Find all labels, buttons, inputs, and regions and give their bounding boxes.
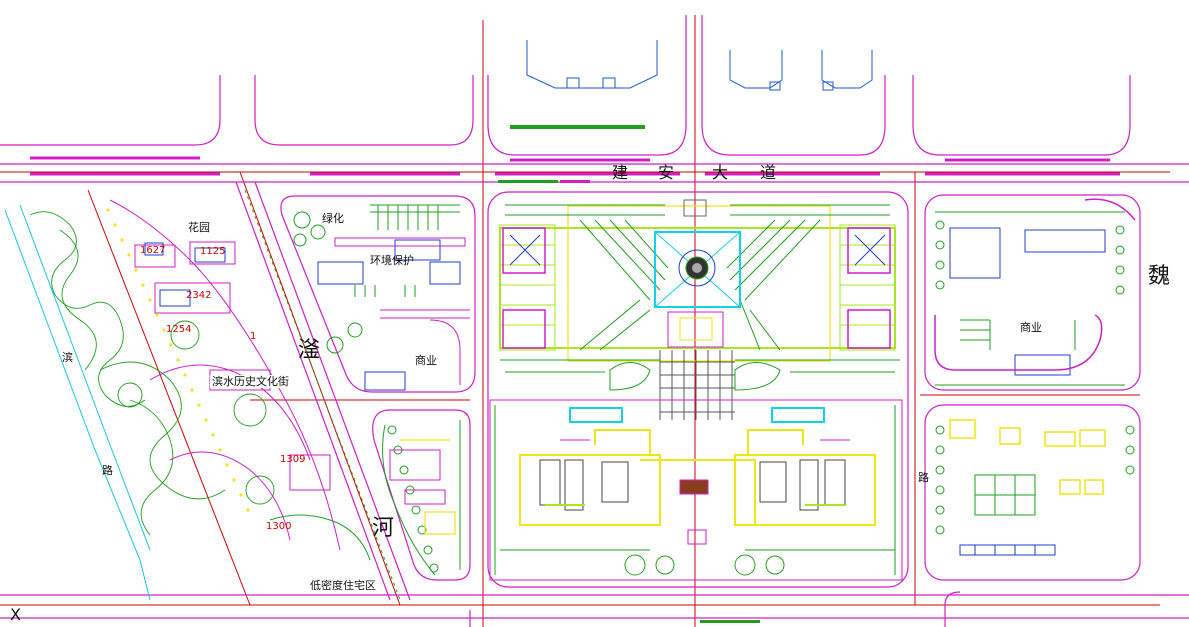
block-b-greenery <box>382 420 461 576</box>
bottom-green-mark <box>700 620 760 623</box>
wei-label: 魏 <box>1148 264 1171 289</box>
river-edge <box>4 204 151 601</box>
area-number-1: 1627 <box>140 245 166 256</box>
avenue-strips <box>30 156 1120 176</box>
right-lower-block <box>935 419 1135 556</box>
commerce-right-label: 商业 <box>1020 321 1042 334</box>
river-label-2: 河 <box>372 516 395 541</box>
block-a-tree-grid <box>354 205 439 297</box>
area-number-3: 2342 <box>186 290 212 301</box>
block-a-paths <box>334 237 470 385</box>
top-buildings <box>526 40 873 91</box>
avenue-char-1: 建 <box>612 163 629 182</box>
avenue-char-4: 道 <box>760 163 777 182</box>
corner-mark: X <box>10 605 21 624</box>
avenue-char-2: 安 <box>658 163 675 182</box>
avenue-magenta-mark <box>560 180 590 183</box>
top-green-strip <box>510 125 645 129</box>
central-square <box>499 199 900 420</box>
garden-label: 花园 <box>188 221 210 234</box>
right-upper-block <box>934 198 1136 386</box>
area-number-6: 1309 <box>280 454 306 465</box>
env-label: 环境保护 <box>370 254 414 267</box>
waterfront-tree-dots <box>106 208 250 512</box>
waterfront-buildings <box>134 241 331 491</box>
area-number-4: 1254 <box>166 324 192 335</box>
avenue-green-mark <box>498 180 558 183</box>
culture-street-label: 滨水历史文化街 <box>210 375 291 388</box>
riverside-char-1: 滨 <box>62 351 73 364</box>
waterfront-greenery <box>29 211 275 536</box>
avenue-char-3: 大 <box>712 163 729 182</box>
block-a-greenery <box>293 204 460 354</box>
green-label: 绿化 <box>322 212 344 225</box>
commerce-left-label: 商业 <box>415 354 437 367</box>
right-road-char: 路 <box>918 471 929 484</box>
waterfront-tree-row <box>244 189 401 601</box>
road-centerlines <box>0 15 1170 627</box>
block-b-yellow <box>400 439 456 535</box>
area-number-5: 1 <box>250 331 257 342</box>
riverside-char-2: 路 <box>102 464 113 477</box>
river-label-1: 滏 <box>298 338 321 363</box>
waterfront-blue-buildings <box>144 242 226 307</box>
central-complex <box>489 399 903 581</box>
area-number-2: 1125 <box>200 246 226 257</box>
low-density-label: 低密度住宅区 <box>310 579 376 592</box>
area-number-7: 1300 <box>266 521 292 532</box>
block-a-buildings <box>317 239 461 391</box>
road-curbs <box>0 15 1189 627</box>
